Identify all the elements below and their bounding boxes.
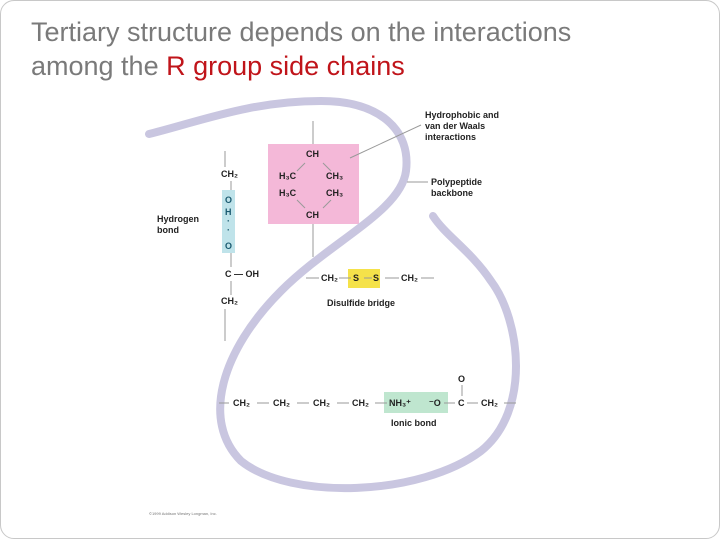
- title-highlight: R group side chains: [166, 51, 405, 81]
- hydrophobic-h3c-2: H₃C: [279, 188, 297, 198]
- h-chain-oh: — OH: [234, 269, 260, 279]
- h-chain-h: H: [225, 207, 232, 217]
- hydrophobic-box: [268, 144, 359, 224]
- ionic-o-top: O: [458, 374, 466, 384]
- ionic-ch2-4: CH₂: [352, 398, 369, 408]
- h-chain-ch2-bottom: CH₂: [221, 296, 238, 306]
- h-chain-o1: O: [225, 195, 233, 205]
- hydrophobic-ch3-2: CH₃: [326, 188, 344, 198]
- ionic-o-minus: ⁻O: [429, 398, 441, 408]
- disulfide-ch2-right: CH₂: [401, 273, 418, 283]
- disulfide-label: Disulfide bridge: [327, 298, 396, 308]
- ionic-box: [384, 392, 448, 413]
- slide-title: Tertiary structure depends on the intera…: [31, 17, 572, 81]
- polypeptide-backbone: [145, 96, 520, 493]
- hydrophobic-ch-top: CH: [306, 149, 319, 159]
- ionic-ch2-3: CH₂: [313, 398, 330, 408]
- disulfide-s1: S: [353, 273, 360, 283]
- ionic-ch2-5: CH₂: [481, 398, 498, 408]
- disulfide-s2: S: [373, 273, 380, 283]
- hydrophobic-ch3-1: CH₃: [326, 171, 344, 181]
- ionic-nh3: NH₃⁺: [389, 398, 411, 408]
- hydrogen-bond-box: [222, 190, 235, 253]
- h-chain-o2: O: [225, 241, 233, 251]
- ionic-label: Ionic bond: [391, 418, 437, 428]
- disulfide-ch2-left: CH₂: [321, 273, 338, 283]
- h-chain-dots: · ·: [227, 216, 230, 235]
- h-chain-c: C: [225, 269, 232, 279]
- hydrophobic-h3c-1: H₃C: [279, 171, 297, 181]
- ionic-ch2-2: CH₂: [273, 398, 290, 408]
- copyright: ©1999 Addison Wesley Longman, Inc.: [149, 511, 217, 516]
- ionic-ch2-1: CH₂: [233, 398, 250, 408]
- hydrophobic-ch-bottom: CH: [306, 210, 319, 220]
- ionic-c: C: [458, 398, 465, 408]
- h-chain-ch2-top: CH₂: [221, 169, 238, 179]
